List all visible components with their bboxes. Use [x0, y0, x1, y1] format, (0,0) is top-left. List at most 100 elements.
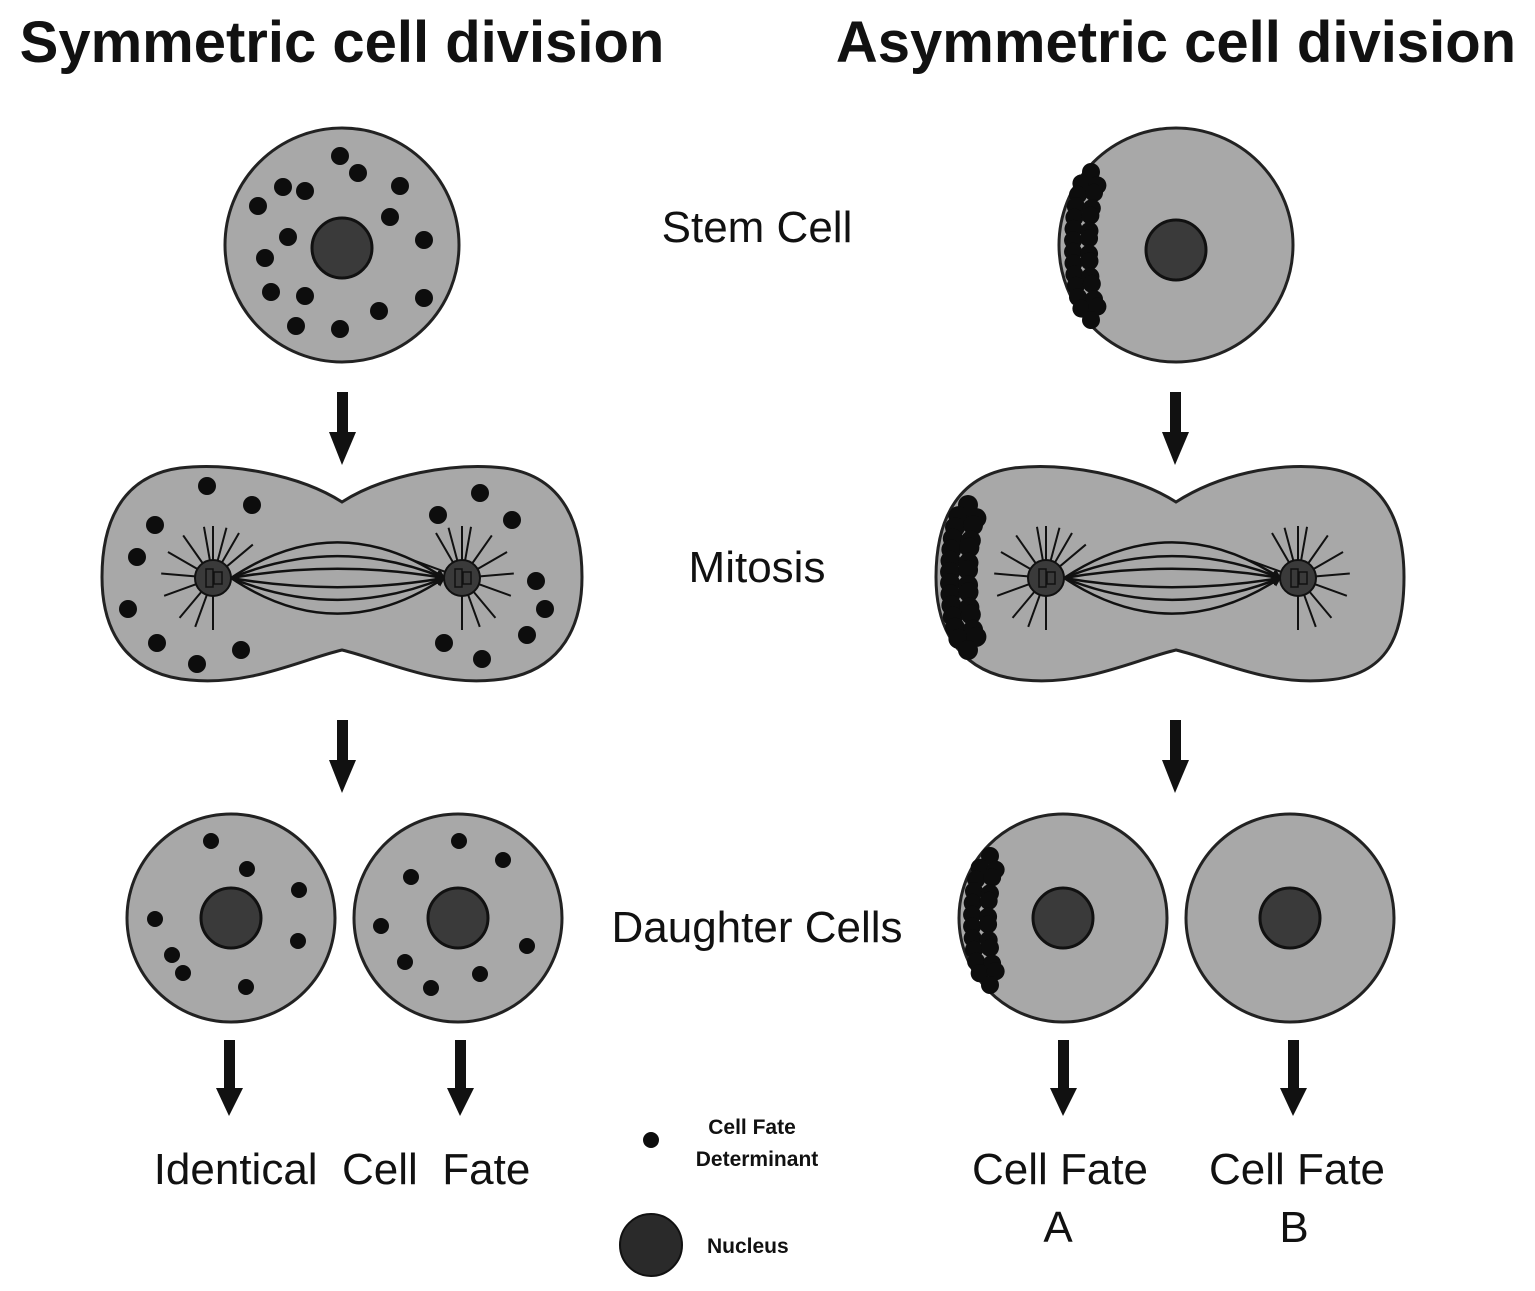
astral-ray [1035, 526, 1044, 561]
asymmetric-stem-cell [1057, 126, 1295, 364]
determinant-dot [1082, 311, 1100, 329]
determinant-dot [403, 869, 419, 885]
determinant-dot [243, 496, 261, 514]
determinant-dot [958, 582, 979, 603]
spindle-fiber [1063, 567, 1282, 582]
determinant-dot [963, 515, 984, 536]
astral-ray [472, 591, 497, 619]
astral-ray [1303, 594, 1317, 628]
nucleus [310, 216, 374, 280]
determinant-dot [119, 600, 137, 618]
outcome-fate-b-label: Cell Fate [1209, 1145, 1385, 1194]
astral-ray [1054, 532, 1073, 563]
determinant-legend-icon [643, 1132, 659, 1148]
astral-ray [161, 572, 196, 578]
determinant-dot [981, 976, 999, 994]
arrow-down-icon [1162, 720, 1189, 793]
outcome-identical-cell-fate: Identical Cell Fate [154, 1145, 531, 1194]
astral-ray [464, 526, 473, 561]
determinant-dot [274, 178, 292, 196]
astral-ray [1315, 572, 1350, 578]
astral-ray [1271, 532, 1290, 563]
centriole [205, 568, 214, 588]
determinant-dot [238, 979, 254, 995]
nucleus [1031, 886, 1095, 950]
astral-ray [1000, 551, 1031, 570]
astral-ray [996, 583, 1030, 597]
determinant-dot [188, 655, 206, 673]
determinant-dot [980, 938, 999, 957]
cell-fate-determinants [119, 477, 554, 673]
astral-ray [1308, 591, 1333, 619]
astral-ray [471, 534, 493, 564]
stage-label-daughter-cells: Daughter Cells [611, 903, 902, 952]
astral-ray [447, 527, 459, 561]
stage-label-mitosis: Mitosis [689, 543, 826, 592]
centriole [1290, 568, 1299, 588]
determinant-dot [203, 833, 219, 849]
determinant-dot [1088, 297, 1107, 316]
determinant-dot [435, 634, 453, 652]
determinant-dot [290, 933, 306, 949]
determinant-dot [451, 833, 467, 849]
spindle-fiber [1063, 574, 1282, 589]
symmetric-stem-cell [223, 126, 461, 364]
arrow-down-icon [329, 720, 356, 793]
asymmetric-daughter-cell-b [1184, 812, 1396, 1024]
determinant-dot [958, 640, 978, 660]
centriole [213, 571, 223, 585]
legend: Cell Fate Determinant Nucleus [619, 1116, 818, 1277]
determinant-dot [473, 650, 491, 668]
determinant-dot [198, 477, 216, 495]
determinant-dot [981, 847, 999, 865]
arrow-down-icon [1280, 1040, 1307, 1116]
determinant-dot [381, 208, 399, 226]
astral-ray [994, 572, 1029, 578]
determinant-dot [349, 164, 367, 182]
determinant-dot [423, 980, 439, 996]
centriole [1046, 571, 1056, 585]
spindle-fiber [1063, 541, 1282, 580]
centriole [1298, 571, 1308, 585]
determinant-dot [331, 147, 349, 165]
arrow-down-icon [216, 1040, 243, 1116]
cell-fate-determinants [249, 147, 433, 338]
determinant-dot [471, 484, 489, 502]
astral-ray [178, 591, 203, 619]
astral-ray [163, 583, 197, 597]
spindle-fiber [1063, 576, 1282, 615]
arrow-down-icon [1162, 392, 1189, 465]
astral-ray [467, 594, 481, 628]
cell-fate-determinants [963, 847, 1005, 994]
determinant-dot [370, 302, 388, 320]
astral-ray [435, 532, 454, 563]
determinant-dot [960, 604, 981, 625]
determinant-dot [279, 228, 297, 246]
spindle-fiber [230, 574, 446, 589]
determinant-dot [503, 511, 521, 529]
astral-ray [1049, 527, 1061, 561]
determinant-dot [518, 626, 536, 644]
astral-ray [226, 543, 254, 568]
determinant-dot [527, 572, 545, 590]
astral-ray [1313, 551, 1344, 570]
astral-ray [1027, 594, 1041, 628]
astral-ray [202, 526, 211, 561]
nucleus [1258, 886, 1322, 950]
spindle-fiber [230, 576, 446, 615]
spindle-fiber [1063, 554, 1282, 580]
astral-ray [1307, 534, 1329, 564]
spindle-fiber [1063, 576, 1282, 602]
astral-ray [194, 594, 208, 628]
outcome-fate-b-letter: B [1279, 1203, 1308, 1252]
cell-fate-determinants [1064, 163, 1107, 329]
determinant-dot [373, 918, 389, 934]
determinant-dot [397, 954, 413, 970]
spindle-fiber [230, 554, 446, 580]
astral-ray [1314, 583, 1348, 597]
determinant-dot [495, 852, 511, 868]
determinant-dot [958, 559, 979, 580]
legend-nucleus: Nucleus [707, 1235, 789, 1258]
spindle-fiber [230, 541, 446, 580]
